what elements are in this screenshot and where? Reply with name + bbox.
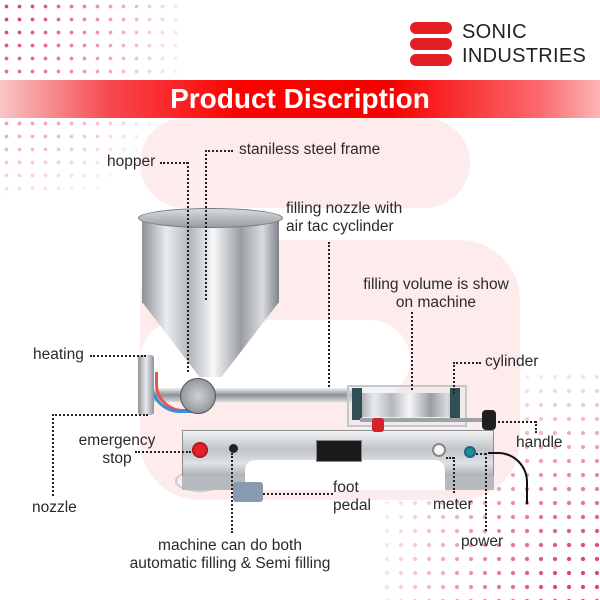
leader-cylinder-h: [453, 362, 481, 364]
leader-power-h: [476, 453, 486, 455]
watermark-s-top: [140, 118, 470, 208]
page-title: Product Discription: [170, 83, 430, 114]
label-emergency-stop: emergency stop: [72, 432, 162, 468]
leader-handle-v: [535, 421, 537, 433]
label-foot-pedal: foot pedal: [333, 479, 371, 515]
base-cutout: [245, 460, 445, 490]
hopper-lid: [138, 208, 283, 228]
base-leg-left: [182, 476, 245, 490]
label-handle: handle: [516, 434, 563, 451]
leader-power-v: [485, 453, 487, 531]
label-mode-line1: machine can do both: [158, 537, 302, 554]
nozzle-head: [138, 355, 154, 415]
brand-name-line2: INDUSTRIES: [462, 45, 587, 67]
mode-switch-icon: [229, 444, 238, 453]
leader-heating: [90, 355, 146, 357]
power-button-icon: [464, 446, 476, 458]
power-cable: [488, 452, 528, 504]
leader-meter-h: [446, 457, 454, 459]
emergency-stop-icon: [192, 442, 208, 458]
pressure-gauge-icon: [432, 443, 446, 457]
label-filling-volume-line1: filling volume is show: [363, 276, 509, 293]
leader-volume: [411, 312, 413, 390]
label-filling-nozzle-line2: air tac cyclinder: [286, 218, 394, 235]
label-foot-line1: foot: [333, 479, 359, 496]
label-nozzle: nozzle: [32, 499, 77, 516]
label-filling-mode: machine can do both automatic filling & …: [120, 537, 340, 573]
leader-meter-v: [453, 457, 455, 493]
label-mode-line2: automatic filling & Semi filling: [129, 555, 331, 572]
regulator-knob-icon: [372, 418, 384, 432]
label-emergency-line1: emergency: [78, 432, 156, 449]
leader-handle-h: [498, 421, 536, 423]
cylinder-cap-left: [352, 388, 362, 420]
leader-nozzle-v: [52, 414, 54, 496]
handle-knob-icon: [482, 410, 496, 430]
leader-nozzle-cylinder: [328, 242, 330, 387]
air-cylinder: [355, 393, 460, 417]
brand-name-line1: SONIC: [462, 21, 527, 43]
cylinder-cap-right: [450, 388, 460, 420]
leader-emergency: [135, 451, 191, 453]
brand-name: SONIC INDUSTRIES: [462, 20, 586, 68]
leader-frame-v: [205, 150, 207, 300]
hopper-body: [142, 218, 279, 303]
title-banner: [0, 80, 600, 118]
foot-pedal-icon: [233, 482, 263, 502]
leader-nozzle-h: [52, 414, 148, 416]
adjust-rod: [360, 418, 495, 422]
base-leg-right: [445, 476, 494, 490]
leader-foot-pedal: [263, 493, 333, 495]
label-meter: meter: [433, 496, 473, 513]
label-filling-volume-line2: on machine: [395, 294, 477, 311]
label-power: power: [461, 533, 504, 550]
label-hopper: hopper: [107, 153, 156, 170]
leader-hopper-v: [187, 162, 189, 372]
label-filling-volume: filling volume is show on machine: [356, 276, 516, 312]
s-logo-icon: [410, 22, 452, 66]
label-filling-nozzle-line1: filling nozzle with: [286, 200, 403, 217]
name-plate: [316, 440, 362, 462]
hopper-cone: [142, 302, 279, 377]
leader-frame-h: [205, 150, 233, 152]
rotary-valve: [180, 378, 216, 414]
label-filling-nozzle: filling nozzle with air tac cyclinder: [286, 200, 402, 236]
leader-cylinder-v: [453, 362, 455, 394]
label-foot-line2: pedal: [333, 497, 371, 514]
brand-logo: SONIC INDUSTRIES: [410, 20, 586, 68]
leader-mode-switch: [231, 453, 233, 533]
label-heating: heating: [33, 346, 84, 363]
label-cylinder: cylinder: [485, 353, 539, 370]
label-stainless-frame: staniless steel frame: [239, 141, 381, 158]
label-emergency-line2: stop: [102, 450, 132, 467]
leader-hopper-h: [160, 162, 188, 164]
